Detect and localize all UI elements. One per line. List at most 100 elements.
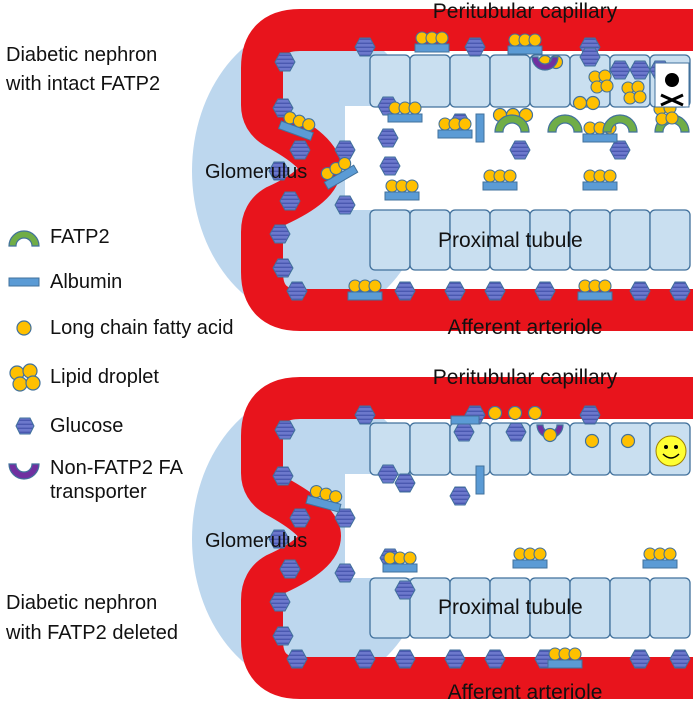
tubule-cell bbox=[569, 422, 611, 476]
albumin-bound-fatty-acids bbox=[512, 547, 548, 569]
blood-vessel bbox=[241, 9, 693, 331]
albumin-bound-fatty-acids bbox=[387, 101, 423, 123]
tubule-cell bbox=[409, 54, 451, 108]
tubule-cell bbox=[649, 577, 691, 639]
glucose-icon bbox=[354, 37, 376, 57]
legend-label-non-fatp2-line1: Non-FATP2 FA bbox=[50, 457, 184, 479]
albumin-icon bbox=[507, 45, 543, 55]
tubule-cell bbox=[449, 54, 491, 108]
fatty-acid-icon bbox=[368, 279, 382, 293]
lipid-droplet-icon bbox=[621, 80, 647, 105]
glucose-icon bbox=[289, 508, 311, 528]
glucose-icon bbox=[272, 626, 294, 646]
glucose-icon bbox=[453, 422, 475, 442]
albumin-icon bbox=[547, 659, 583, 669]
fatty-acid-icon bbox=[435, 31, 449, 45]
legend-label-glucose: Glucose bbox=[50, 415, 124, 437]
top-proximal-label: Proximal tubule bbox=[438, 229, 583, 252]
glucose-icon bbox=[484, 649, 506, 669]
bottom-title-line1: Diabetic nephron bbox=[6, 592, 158, 614]
glucose-icon bbox=[274, 420, 296, 440]
glucose-icon bbox=[509, 140, 531, 160]
glucose-icon bbox=[394, 473, 416, 493]
tubule-cell bbox=[489, 54, 531, 108]
legend-label-albumin: Albumin bbox=[50, 271, 123, 293]
albumin-icon bbox=[387, 113, 423, 123]
tubule-cell bbox=[609, 577, 651, 639]
fatp2-icon bbox=[547, 114, 583, 133]
albumin-icon bbox=[512, 559, 548, 569]
fatty-acid-icon bbox=[405, 179, 419, 193]
tubule-cell bbox=[369, 209, 411, 271]
glucose-icon bbox=[289, 140, 311, 160]
legend-label-non-fatp2-line2: transporter bbox=[50, 481, 147, 503]
bottom-nephron-panel bbox=[192, 377, 693, 699]
bottom-peritubular-label: Peritubular capillary bbox=[432, 366, 618, 389]
albumin-bound-fatty-acids bbox=[437, 117, 473, 139]
albumin-bound-fatty-acids bbox=[320, 156, 359, 190]
glucose-icon bbox=[444, 281, 466, 301]
legend-label-lipid-droplet: Lipid droplet bbox=[50, 366, 159, 388]
top-nephron-panel bbox=[192, 9, 693, 331]
glucose-icon bbox=[272, 258, 294, 278]
albumin-bound-fatty-acids bbox=[277, 111, 316, 141]
lipid-droplet-icon bbox=[588, 69, 614, 94]
albumin-icon bbox=[482, 181, 518, 191]
albumin-bound-fatty-acids bbox=[642, 547, 678, 569]
fatty-acid-icon bbox=[542, 427, 558, 443]
glucose-icon bbox=[394, 281, 416, 301]
bottom-title-line2: with FATP2 deleted bbox=[6, 622, 178, 644]
albumin-icon bbox=[414, 43, 450, 53]
fatty-acid-icon bbox=[503, 169, 517, 183]
albumin-icon bbox=[475, 465, 485, 495]
legend-fatty-acid: Long chain fatty acid bbox=[6, 313, 233, 343]
glucose-icon bbox=[464, 37, 486, 57]
non-fatp2-transporter-icon bbox=[531, 56, 559, 71]
lipid-droplet-icon bbox=[9, 363, 41, 392]
top-afferent-label: Afferent arteriole bbox=[447, 316, 603, 339]
fatty-acid-icon bbox=[568, 647, 582, 661]
albumin-icon bbox=[347, 291, 383, 301]
albumin-bound-fatty-acids bbox=[347, 279, 383, 301]
tubule-cell bbox=[609, 209, 651, 271]
fatty-acid-icon bbox=[16, 320, 32, 336]
glucose-icon bbox=[579, 405, 601, 425]
glucose-icon bbox=[629, 60, 651, 80]
albumin-bound-fatty-acids bbox=[577, 279, 613, 301]
legend-glucose: Glucose bbox=[6, 411, 123, 441]
glucose-icon bbox=[279, 191, 301, 211]
albumin-icon bbox=[582, 133, 618, 143]
blood-vessel bbox=[241, 377, 693, 699]
albumin-bound-fatty-acids bbox=[305, 484, 343, 513]
fatty-acid-icon bbox=[603, 169, 617, 183]
fatp2-icon bbox=[494, 114, 530, 133]
fatty-acid-icon bbox=[585, 95, 601, 111]
fatty-acid-icon bbox=[507, 405, 523, 421]
albumin-bound-fatty-acids bbox=[482, 169, 518, 191]
albumin-bound-fatty-acids bbox=[414, 31, 450, 53]
tubule-cell bbox=[609, 422, 651, 476]
fatp2-icon bbox=[8, 230, 40, 247]
glucose-icon bbox=[334, 140, 356, 160]
albumin-bound-fatty-acids bbox=[547, 647, 583, 669]
fatty-acid-icon bbox=[329, 490, 343, 504]
glucose-icon bbox=[629, 649, 651, 669]
glucose-icon bbox=[669, 281, 691, 301]
fatty-acid-icon bbox=[663, 547, 677, 561]
albumin-bound-fatty-acids bbox=[382, 551, 418, 573]
fatty-acid-icon bbox=[584, 433, 600, 449]
tubule-cell bbox=[409, 422, 451, 476]
albumin-icon bbox=[437, 129, 473, 139]
glucose-icon bbox=[334, 195, 356, 215]
non-fatp2-transporter-icon bbox=[8, 463, 40, 480]
glucose-icon bbox=[505, 422, 527, 442]
glucose-icon bbox=[286, 649, 308, 669]
glucose-icon bbox=[534, 281, 556, 301]
fatty-acid-icon bbox=[487, 405, 503, 421]
albumin-icon bbox=[577, 291, 613, 301]
glucose-icon bbox=[444, 649, 466, 669]
fatty-acid-icon bbox=[620, 433, 636, 449]
fatty-acid-icon bbox=[598, 279, 612, 293]
albumin-icon bbox=[450, 415, 480, 425]
fatty-acid-icon bbox=[458, 117, 472, 131]
